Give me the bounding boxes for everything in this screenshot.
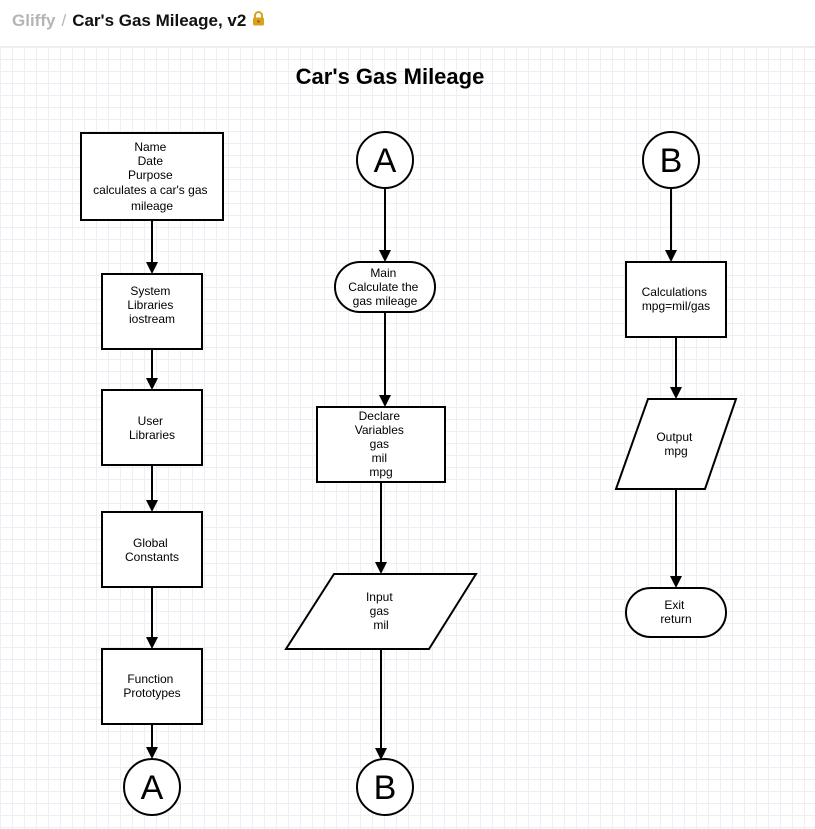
system-libraries-text: System Libraries iostream <box>127 284 176 326</box>
user-libraries-text: User Libraries <box>129 414 175 442</box>
input-text: Input gas mil <box>366 590 396 632</box>
global-constants-box[interactable]: Global Constants <box>101 511 203 588</box>
function-prototypes-box[interactable]: Function Prototypes <box>101 648 203 725</box>
calculations-box[interactable]: Calculations mpg=mil/gas <box>625 261 727 338</box>
main-terminal-text: Main Calculate the gas mileage <box>348 266 421 308</box>
breadcrumb-separator: / <box>61 11 67 30</box>
output-parallelogram[interactable]: Output mpg <box>614 398 738 490</box>
lock-icon[interactable] <box>252 11 265 31</box>
document-title: Car's Gas Mileage, v2 <box>72 11 247 30</box>
svg-text:B: B <box>374 769 397 807</box>
system-libraries-box[interactable]: System Libraries iostream <box>101 273 203 350</box>
breadcrumb-app-link[interactable]: Gliffy <box>12 11 56 30</box>
svg-text:A: A <box>141 769 164 807</box>
main-terminal[interactable]: Main Calculate the gas mileage <box>334 261 436 313</box>
output-text: Output mpg <box>656 430 695 458</box>
exit-terminal-text: Exit return <box>660 598 691 626</box>
breadcrumb: Gliffy / Car's Gas Mileage, v2 <box>12 11 265 31</box>
connector-b-top[interactable]: B <box>642 131 700 189</box>
header-bar: Gliffy / Car's Gas Mileage, v2 <box>0 0 815 47</box>
function-prototypes-text: Function Prototypes <box>123 672 180 700</box>
declare-variables-text: Declare Variables gas mil mpg <box>355 409 407 479</box>
global-constants-text: Global Constants <box>125 536 179 564</box>
connector-a-top[interactable]: A <box>356 131 414 189</box>
input-parallelogram[interactable]: Input gas mil <box>284 573 478 650</box>
diagram-title: Car's Gas Mileage <box>296 64 485 89</box>
calculations-text: Calculations mpg=mil/gas <box>642 285 711 313</box>
svg-text:B: B <box>660 142 683 180</box>
user-libraries-box[interactable]: User Libraries <box>101 389 203 466</box>
header-comment-text: Name Date Purpose calculates a car's gas… <box>93 140 211 213</box>
svg-text:A: A <box>374 142 397 180</box>
header-comment-box[interactable]: Name Date Purpose calculates a car's gas… <box>80 132 224 221</box>
connector-b-bottom[interactable]: B <box>356 758 414 816</box>
edges <box>146 189 682 760</box>
exit-terminal[interactable]: Exit return <box>625 587 727 638</box>
declare-variables-box[interactable]: Declare Variables gas mil mpg <box>316 406 446 483</box>
connector-a-bottom[interactable]: A <box>123 758 181 816</box>
